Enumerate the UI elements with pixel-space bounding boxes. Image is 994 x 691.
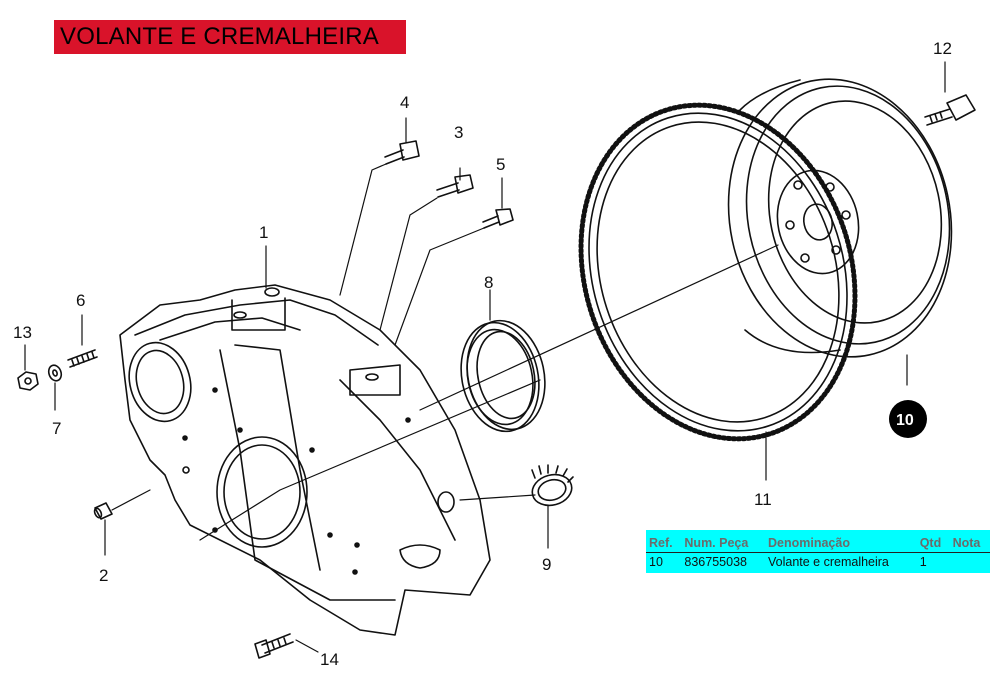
callout-label: 10 bbox=[896, 412, 914, 429]
callout-label: 7 bbox=[52, 419, 61, 438]
header-ref: Ref. bbox=[646, 530, 682, 553]
dowel-pin[interactable] bbox=[93, 502, 113, 520]
leader-lines bbox=[24, 61, 946, 653]
bolt-5[interactable] bbox=[482, 208, 514, 229]
diagram-title: VOLANTE E CREMALHEIRA bbox=[54, 20, 406, 54]
cell-ref: 10 bbox=[646, 552, 682, 573]
washer[interactable] bbox=[47, 363, 64, 382]
callout-label: 12 bbox=[933, 39, 952, 58]
callout-10-highlight: 10 bbox=[889, 400, 927, 438]
flywheel-housing[interactable] bbox=[119, 284, 491, 636]
table-row[interactable]: 10 836755038 Volante e cremalheira 1 bbox=[646, 552, 990, 573]
callout-label: 14 bbox=[320, 650, 339, 669]
stud[interactable] bbox=[67, 349, 98, 368]
ring-gear[interactable] bbox=[539, 69, 897, 475]
header-note: Nota bbox=[949, 530, 990, 553]
parts-table: Ref. Num. Peça Denominação Qtd Nota 10 8… bbox=[646, 530, 990, 573]
cell-description: Volante e cremalheira bbox=[764, 552, 917, 573]
nut[interactable] bbox=[17, 371, 39, 391]
callout-label: 6 bbox=[76, 291, 85, 310]
flywheel[interactable] bbox=[703, 58, 976, 378]
callout-label: 8 bbox=[484, 273, 493, 292]
callout-label: 4 bbox=[400, 93, 409, 112]
callout-label: 1 bbox=[259, 223, 268, 242]
sensor-gear[interactable] bbox=[529, 464, 575, 510]
flywheel-bolt[interactable] bbox=[924, 94, 976, 126]
callout-label: 13 bbox=[13, 323, 32, 342]
header-part-number: Num. Peça bbox=[681, 530, 765, 553]
callout-label: 3 bbox=[454, 123, 463, 142]
bolt-3[interactable] bbox=[436, 174, 474, 198]
cell-note bbox=[949, 552, 990, 573]
housing-bolt[interactable] bbox=[254, 633, 294, 659]
callout-label: 9 bbox=[542, 555, 551, 574]
header-qty: Qtd bbox=[916, 530, 950, 553]
header-description: Denominação bbox=[764, 530, 917, 553]
oil-seal[interactable] bbox=[451, 313, 554, 438]
callout-label: 2 bbox=[99, 566, 108, 585]
cell-qty: 1 bbox=[916, 552, 950, 573]
table-header-row: Ref. Num. Peça Denominação Qtd Nota bbox=[646, 530, 990, 553]
callout-label: 5 bbox=[496, 155, 505, 174]
callout-label: 11 bbox=[754, 490, 772, 509]
bolt-4[interactable] bbox=[384, 140, 420, 165]
cell-part-number: 836755038 bbox=[681, 552, 765, 573]
